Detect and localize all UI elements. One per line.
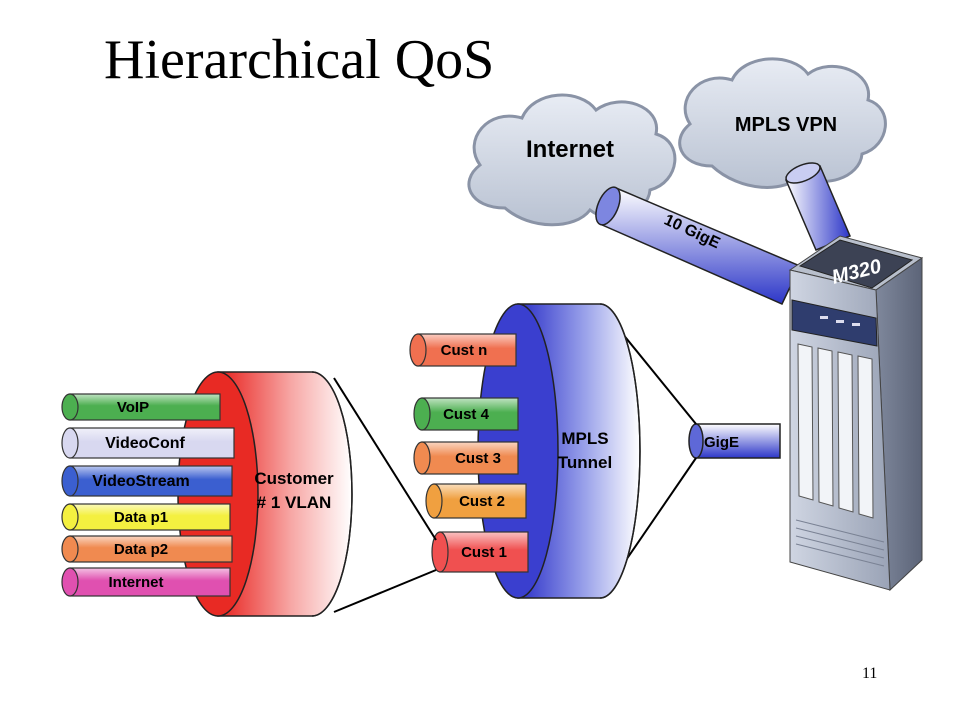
customer-tube-label: Cust 4 xyxy=(443,406,490,423)
vlan-to-cust1-line-top xyxy=(333,377,437,541)
gige-link: GigE xyxy=(688,423,781,459)
customer-vlan-label-line1: Customer xyxy=(254,469,334,488)
customer-tube: Cust n xyxy=(409,333,517,367)
service-tube-label: VideoStream xyxy=(92,473,190,490)
vlan-to-cust1-line-bottom xyxy=(333,569,437,613)
service-tube-label: Data p2 xyxy=(114,541,168,558)
service-tube: VideoConf xyxy=(61,427,235,459)
mpls-vpn-link xyxy=(785,162,851,251)
router-vents xyxy=(795,519,885,567)
customer-tube-label: Cust 3 xyxy=(455,450,501,467)
page-number: 11 xyxy=(862,665,877,682)
customer-tube-label: Cust 1 xyxy=(461,544,507,561)
mpls-tunnel-label-line2: Tunnel xyxy=(558,453,612,472)
customer-tube: Cust 2 xyxy=(425,483,527,519)
mpls-tunnel-label-line1: MPLS xyxy=(561,429,608,448)
mpls-vpn-cloud-label: MPLS VPN xyxy=(735,114,837,136)
customer-tube: Cust 1 xyxy=(431,531,529,573)
service-tube-label: Data p1 xyxy=(114,509,168,526)
service-tube-label: VoIP xyxy=(117,399,149,416)
gige-label: GigE xyxy=(704,434,739,451)
mpls-vpn-cloud: MPLS VPN xyxy=(678,57,887,189)
customer-tubes: Cust n Cust 4 Cust 3 Cust 2 Cust 1 xyxy=(409,333,529,573)
service-tube-label: Internet xyxy=(108,574,163,591)
service-tube: Internet xyxy=(61,567,231,597)
service-tube: VideoStream xyxy=(61,465,233,497)
customer-tube: Cust 3 xyxy=(413,441,519,475)
service-tube-label: VideoConf xyxy=(105,435,185,452)
ten-gige-link: 10 GigE xyxy=(595,186,802,305)
service-tube: VoIP xyxy=(61,393,221,421)
customer-tube-label: Cust n xyxy=(441,342,488,359)
customer-tube: Cust 4 xyxy=(413,397,519,431)
service-tube: Data p2 xyxy=(61,535,233,563)
customer-vlan-label-line2: # 1 VLAN xyxy=(257,493,332,512)
customer-tube-label: Cust 2 xyxy=(459,493,505,510)
service-tube: Data p1 xyxy=(61,503,231,531)
internet-cloud-label: Internet xyxy=(526,136,614,163)
router-line-cards xyxy=(797,343,874,519)
slide-title: Hierarchical QoS xyxy=(104,29,494,91)
router-m320: M320 xyxy=(788,235,924,592)
